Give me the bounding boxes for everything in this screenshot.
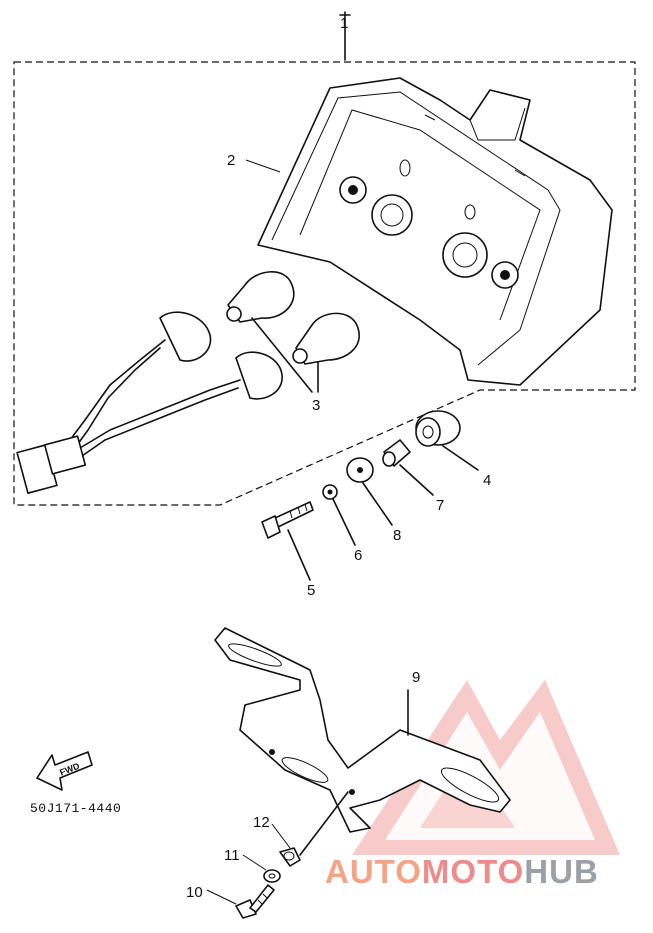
diagram-code: 50J171-4440	[30, 801, 121, 816]
grommet	[415, 410, 461, 447]
bolt	[261, 501, 314, 539]
bulb-lower	[292, 312, 360, 365]
callout-7: 7	[436, 497, 444, 514]
assembly-boundary	[13, 11, 636, 506]
mounting-bracket	[214, 627, 511, 833]
wire-harness	[16, 311, 283, 494]
spring-washer	[322, 484, 338, 500]
callout-10: 10	[186, 884, 203, 901]
callout-8: 8	[393, 527, 401, 544]
watermark-part-a: AUTO	[325, 853, 422, 890]
watermark-text: AUTOMOTOHUB	[325, 853, 599, 890]
gear-socket-icon	[491, 261, 519, 289]
nut	[279, 847, 301, 867]
callout-3: 3	[312, 397, 320, 414]
callout-9: 9	[412, 669, 420, 686]
bulb-upper	[226, 271, 295, 323]
callout-11: 11	[224, 847, 240, 864]
forward-arrow-icon: FWD	[36, 751, 93, 791]
collar	[382, 439, 411, 467]
callout-2: 2	[227, 152, 235, 169]
washer-small	[263, 869, 281, 883]
tail-light-housing	[257, 77, 613, 386]
callout-5: 5	[307, 582, 315, 599]
washer	[346, 457, 374, 483]
gear-socket-icon	[339, 176, 367, 204]
callout-4: 4	[483, 472, 491, 489]
watermark-part-c: HUB	[524, 853, 599, 890]
callout-12: 12	[253, 814, 270, 831]
screw	[235, 884, 275, 919]
callout-1: 1	[340, 15, 348, 32]
callout-6: 6	[354, 547, 362, 564]
watermark-part-b: MOTO	[422, 853, 524, 890]
